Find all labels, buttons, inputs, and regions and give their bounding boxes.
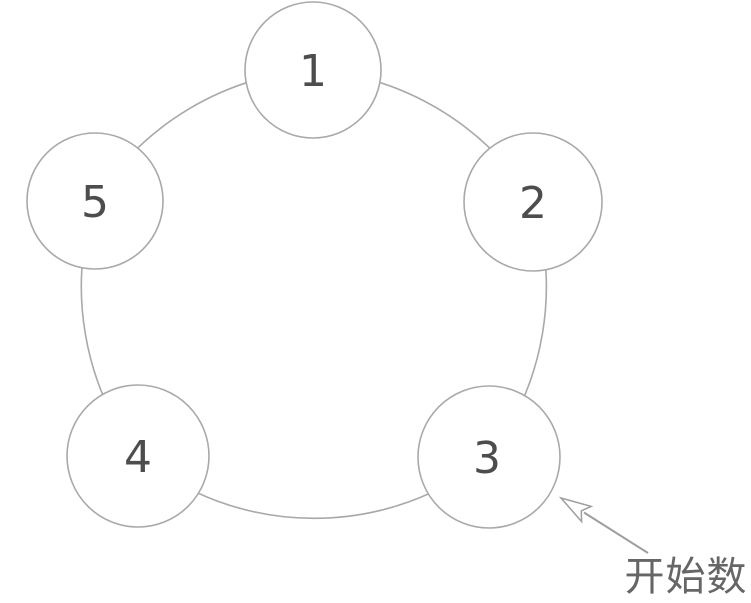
start-arrow (558, 496, 649, 554)
node-label-3: 3 (473, 433, 501, 484)
node-label-4: 4 (124, 432, 152, 483)
node-circle-5 (26, 132, 164, 270)
node-circle-3 (417, 385, 561, 529)
node-circle-2 (463, 132, 603, 272)
arrow-shaft (583, 511, 649, 554)
node-label-1: 1 (299, 46, 327, 97)
node-label-5: 5 (81, 177, 109, 228)
arrow-head-icon (558, 496, 594, 524)
node-circle-4 (66, 384, 210, 528)
start-label: 开始数 (625, 554, 748, 600)
node-circle-1 (244, 1, 382, 139)
node-label-2: 2 (519, 178, 547, 229)
